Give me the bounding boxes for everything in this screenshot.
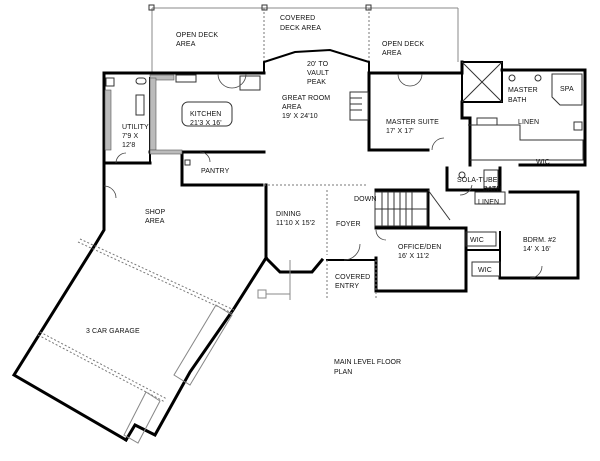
utility-size-1: 7'9 X (122, 133, 138, 140)
office-size: 16' X 11'2 (398, 253, 429, 260)
kitchen-fixtures (104, 74, 261, 166)
covered-entry-label-2: ENTRY (335, 283, 359, 290)
kitchen-island (181, 101, 233, 127)
foyer-label: FOYER (336, 221, 361, 228)
open-deck-right-label: OPEN DECK (382, 41, 424, 48)
spa-tub (551, 73, 583, 106)
pantry-label: PANTRY (201, 168, 230, 175)
wic-master-label: WIC (536, 159, 550, 166)
kitchen-size: 21'3 X 16' (190, 120, 222, 127)
utility-label: UTILITY (122, 124, 149, 131)
plan-title-line1: MAIN LEVEL FLOOR (334, 359, 401, 366)
wic-office-label: WIC (470, 237, 484, 244)
dining-size: 11'10 X 15'2 (276, 220, 315, 227)
exterior-walls (11, 60, 587, 443)
great-room-size: 19' X 24'10 (282, 113, 318, 120)
bedroom2-label: BDRM. #2 (523, 237, 556, 244)
master-bath-label: MASTER (508, 87, 538, 94)
spa-label: SPA (560, 86, 574, 93)
wic-bdrm-label: WIC (478, 267, 492, 274)
office-label: OFFICE/DEN (398, 244, 441, 251)
great-room-label: GREAT ROOM (282, 95, 330, 102)
interior-lines (37, 184, 377, 444)
covered-deck-label: COVERED (280, 15, 315, 22)
open-deck-left-label-2: AREA (176, 41, 196, 48)
vault-label-3: PEAK (307, 79, 326, 86)
kitchen-label: KITCHEN (190, 111, 221, 118)
bedroom2-size: 14' X 16' (523, 246, 551, 253)
vault-label-1: 20' TO (307, 61, 329, 68)
utility-size-2: 12'8 (122, 142, 135, 149)
plan-title: MAIN LEVEL FLOOR PLAN (334, 359, 401, 376)
master-bath-label-2: BATH (508, 97, 527, 104)
shop-label-2: AREA (145, 218, 165, 225)
plan-title-line2: PLAN (334, 369, 352, 376)
open-deck-right-label-2: AREA (382, 50, 402, 57)
linen-hall-label: LINEN (478, 199, 499, 206)
down-label: DOWN (354, 196, 377, 203)
fireplace (349, 91, 369, 121)
deck-post (148, 4, 155, 11)
stairs (374, 189, 451, 227)
covered-entry-label: COVERED (335, 274, 370, 281)
closets (465, 191, 506, 277)
garage-label: 3 CAR GARAGE (86, 328, 140, 335)
shop-label: SHOP (145, 209, 165, 216)
vault-bay (263, 48, 370, 74)
vault-label-2: VAULT (307, 70, 330, 77)
deck-post (365, 4, 372, 11)
linen-master-label: LINEN (518, 119, 539, 126)
open-deck-left-label: OPEN DECK (176, 32, 218, 39)
great-room-label-2: AREA (282, 104, 302, 111)
covered-deck-label-2: DECK AREA (280, 25, 321, 32)
deck-post (261, 4, 268, 11)
sola-tube-label: SOLA-TUBE (457, 177, 498, 184)
master-suite-label: MASTER SUITE (386, 119, 439, 126)
bath-fixtures (458, 61, 584, 189)
sola-tube-label-2: BATH (483, 186, 502, 193)
room-labels: OPEN DECK AREA COVERED DECK AREA OPEN DE… (86, 15, 574, 335)
master-suite-size: 17' X 17' (386, 128, 414, 135)
dining-label: DINING (276, 211, 301, 218)
doors (103, 73, 543, 279)
